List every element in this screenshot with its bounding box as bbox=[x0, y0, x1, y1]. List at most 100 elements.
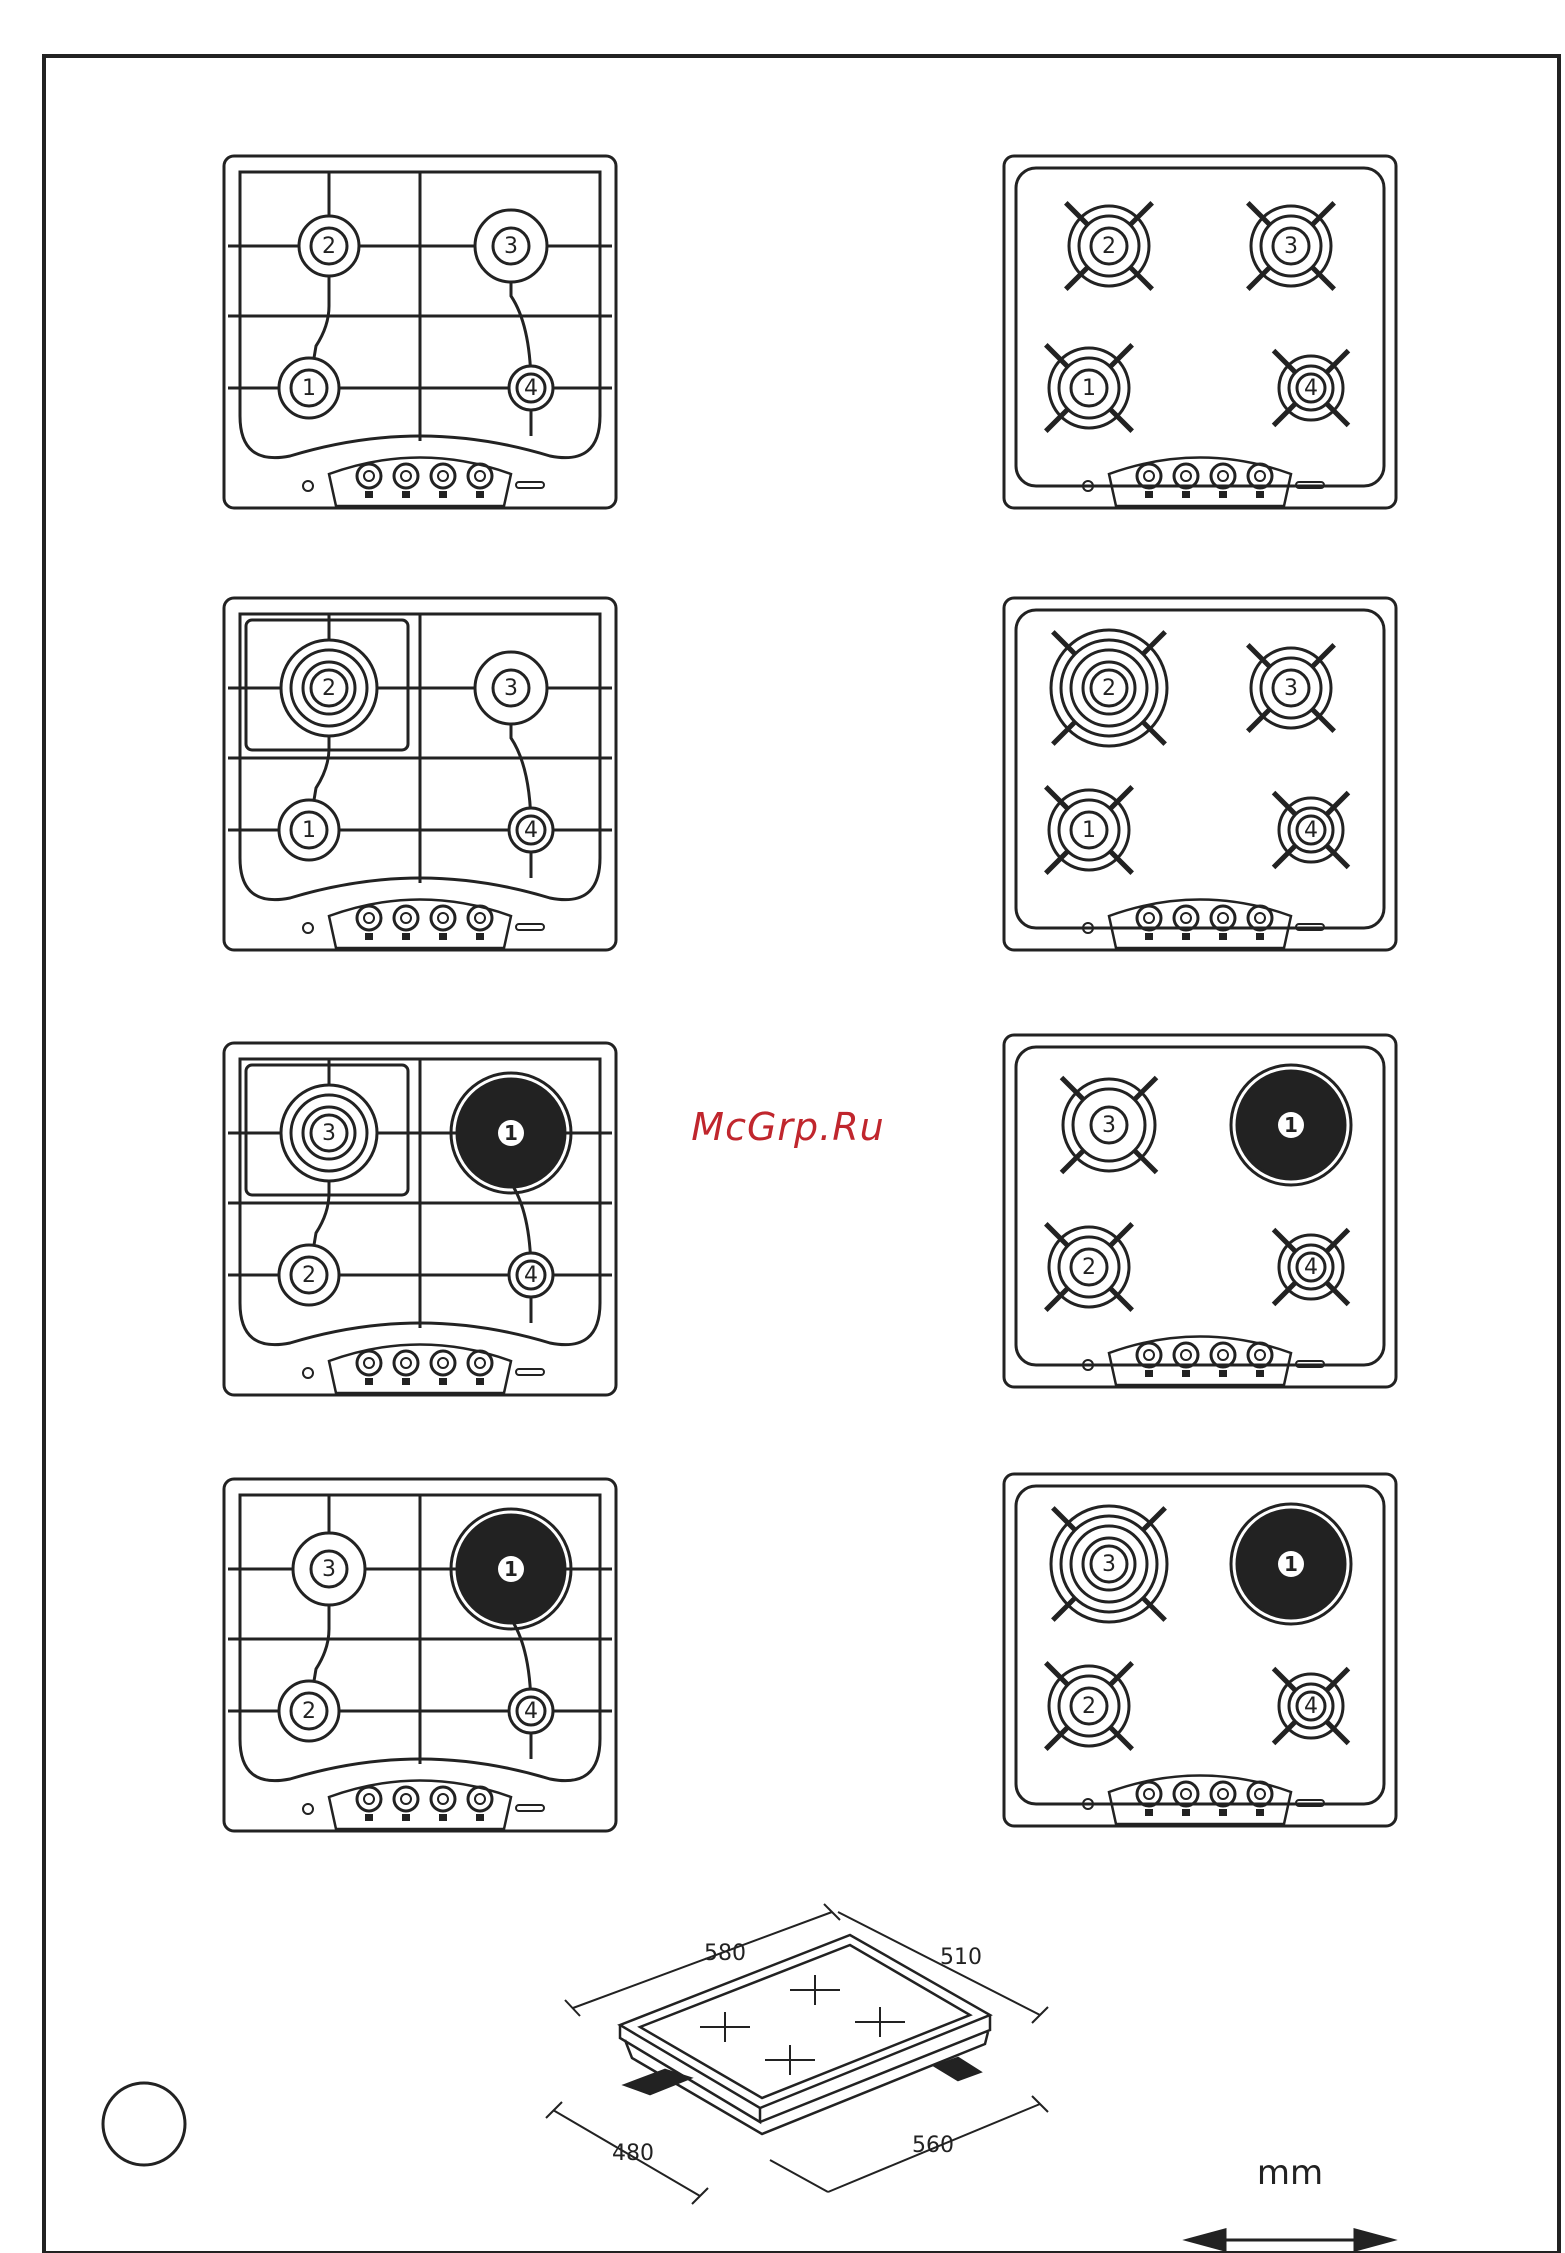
control-knob-center bbox=[1181, 471, 1191, 481]
control-knob-center bbox=[1218, 1350, 1228, 1360]
control-knob-center bbox=[401, 471, 411, 481]
knob-indicator bbox=[1145, 1809, 1153, 1816]
burner-label: 3 bbox=[1102, 1552, 1116, 1577]
knob-indicator bbox=[1256, 933, 1264, 940]
burner-label: 2 bbox=[1082, 1255, 1096, 1280]
knob-indicator bbox=[365, 933, 373, 940]
control-knob bbox=[357, 1787, 381, 1811]
burner: 4 bbox=[1274, 793, 1349, 868]
knob-indicator bbox=[476, 1814, 484, 1821]
ignition-button bbox=[303, 1804, 313, 1814]
knob-indicator bbox=[402, 491, 410, 498]
brand-badge bbox=[516, 482, 544, 488]
burner: 3 bbox=[293, 1533, 365, 1605]
control-knob bbox=[394, 1787, 418, 1811]
knob-indicator bbox=[476, 1378, 484, 1385]
burner: 4 bbox=[1274, 1669, 1349, 1744]
knob-indicator bbox=[439, 1814, 447, 1821]
hob-diagram: 3 1 2 4 bbox=[1004, 1035, 1396, 1387]
burner-label: 2 bbox=[1082, 1694, 1096, 1719]
knob-indicator bbox=[1219, 491, 1227, 498]
control-knob bbox=[1211, 906, 1235, 930]
knob-indicator bbox=[1182, 933, 1190, 940]
top-burner-crosses bbox=[700, 1975, 905, 2075]
ignition-button bbox=[303, 1368, 313, 1378]
knob-indicator bbox=[365, 491, 373, 498]
brand-badge bbox=[516, 1805, 544, 1811]
knob-indicator bbox=[1182, 1370, 1190, 1377]
dim-560: 560 bbox=[912, 2133, 954, 2158]
knob-indicator bbox=[439, 491, 447, 498]
hob-outline bbox=[1004, 156, 1396, 508]
burner-label: 3 bbox=[1102, 1113, 1116, 1138]
burner-label: 3 bbox=[504, 676, 518, 701]
control-knob-center bbox=[1144, 1789, 1154, 1799]
control-knob-center bbox=[438, 913, 448, 923]
burner: 3 bbox=[1051, 1506, 1167, 1622]
control-knob bbox=[357, 906, 381, 930]
burner-label: 2 bbox=[302, 1699, 316, 1724]
control-knob-center bbox=[475, 1794, 485, 1804]
knob-indicator bbox=[476, 491, 484, 498]
control-knob-center bbox=[1218, 1789, 1228, 1799]
hob-diagram: 2 3 1 4 bbox=[1004, 598, 1396, 950]
burner: 1 bbox=[1046, 787, 1132, 873]
burner-label: 3 bbox=[322, 1557, 336, 1582]
control-knob bbox=[394, 1351, 418, 1375]
burner: 3 bbox=[475, 652, 547, 724]
burner: 2 bbox=[299, 216, 359, 276]
burner: 3 bbox=[475, 210, 547, 282]
hob-body-inner bbox=[640, 1945, 970, 2098]
control-knob bbox=[1248, 906, 1272, 930]
hob-foot-left bbox=[625, 2070, 690, 2094]
control-knob bbox=[468, 1351, 492, 1375]
knob-indicator bbox=[1145, 933, 1153, 940]
brand-badge bbox=[516, 1369, 544, 1375]
control-knob bbox=[394, 464, 418, 488]
burner: 4 bbox=[509, 366, 553, 410]
burner-label: 1 bbox=[504, 1557, 518, 1581]
country-marker-circle bbox=[103, 2083, 185, 2165]
watermark-text: McGrp.Ru bbox=[691, 1105, 884, 1149]
burner-label: 1 bbox=[1284, 1113, 1298, 1137]
control-knob bbox=[1211, 1782, 1235, 1806]
burner: 4 bbox=[509, 1253, 553, 1297]
burner-label: 2 bbox=[322, 676, 336, 701]
control-knob-center bbox=[1181, 913, 1191, 923]
hob-body-front-left bbox=[620, 2025, 760, 2122]
ignition-button bbox=[303, 923, 313, 933]
control-knob bbox=[1174, 906, 1198, 930]
control-knob bbox=[1248, 1343, 1272, 1367]
burner-label: 2 bbox=[1102, 676, 1116, 701]
control-knob bbox=[1137, 906, 1161, 930]
control-knob-center bbox=[1144, 1350, 1154, 1360]
control-knob bbox=[468, 1787, 492, 1811]
control-knob-center bbox=[364, 1794, 374, 1804]
burner: 2 bbox=[279, 1245, 339, 1305]
control-knob bbox=[1174, 1782, 1198, 1806]
control-knob bbox=[1137, 464, 1161, 488]
burner-label: 1 bbox=[1284, 1552, 1298, 1576]
control-knob-center bbox=[401, 1794, 411, 1804]
knob-indicator bbox=[1145, 491, 1153, 498]
knob-indicator bbox=[439, 933, 447, 940]
burner-label: 4 bbox=[1304, 1255, 1318, 1280]
knob-indicator bbox=[365, 1378, 373, 1385]
knob-indicator bbox=[1256, 491, 1264, 498]
control-knob-center bbox=[475, 1358, 485, 1368]
burner-label: 3 bbox=[1284, 234, 1298, 259]
burner-label: 3 bbox=[1284, 676, 1298, 701]
knob-indicator bbox=[1219, 933, 1227, 940]
knob-indicator bbox=[402, 1378, 410, 1385]
control-knob-center bbox=[1181, 1350, 1191, 1360]
burner: 4 bbox=[1274, 351, 1349, 426]
hob-diagram: 3 1 2 4 bbox=[1004, 1474, 1396, 1826]
control-knob-center bbox=[1255, 1350, 1265, 1360]
control-knob-center bbox=[1144, 913, 1154, 923]
burner-label: 4 bbox=[1304, 376, 1318, 401]
knob-indicator bbox=[476, 933, 484, 940]
burner: 2 bbox=[1046, 1663, 1132, 1749]
burner-label: 4 bbox=[524, 818, 538, 843]
